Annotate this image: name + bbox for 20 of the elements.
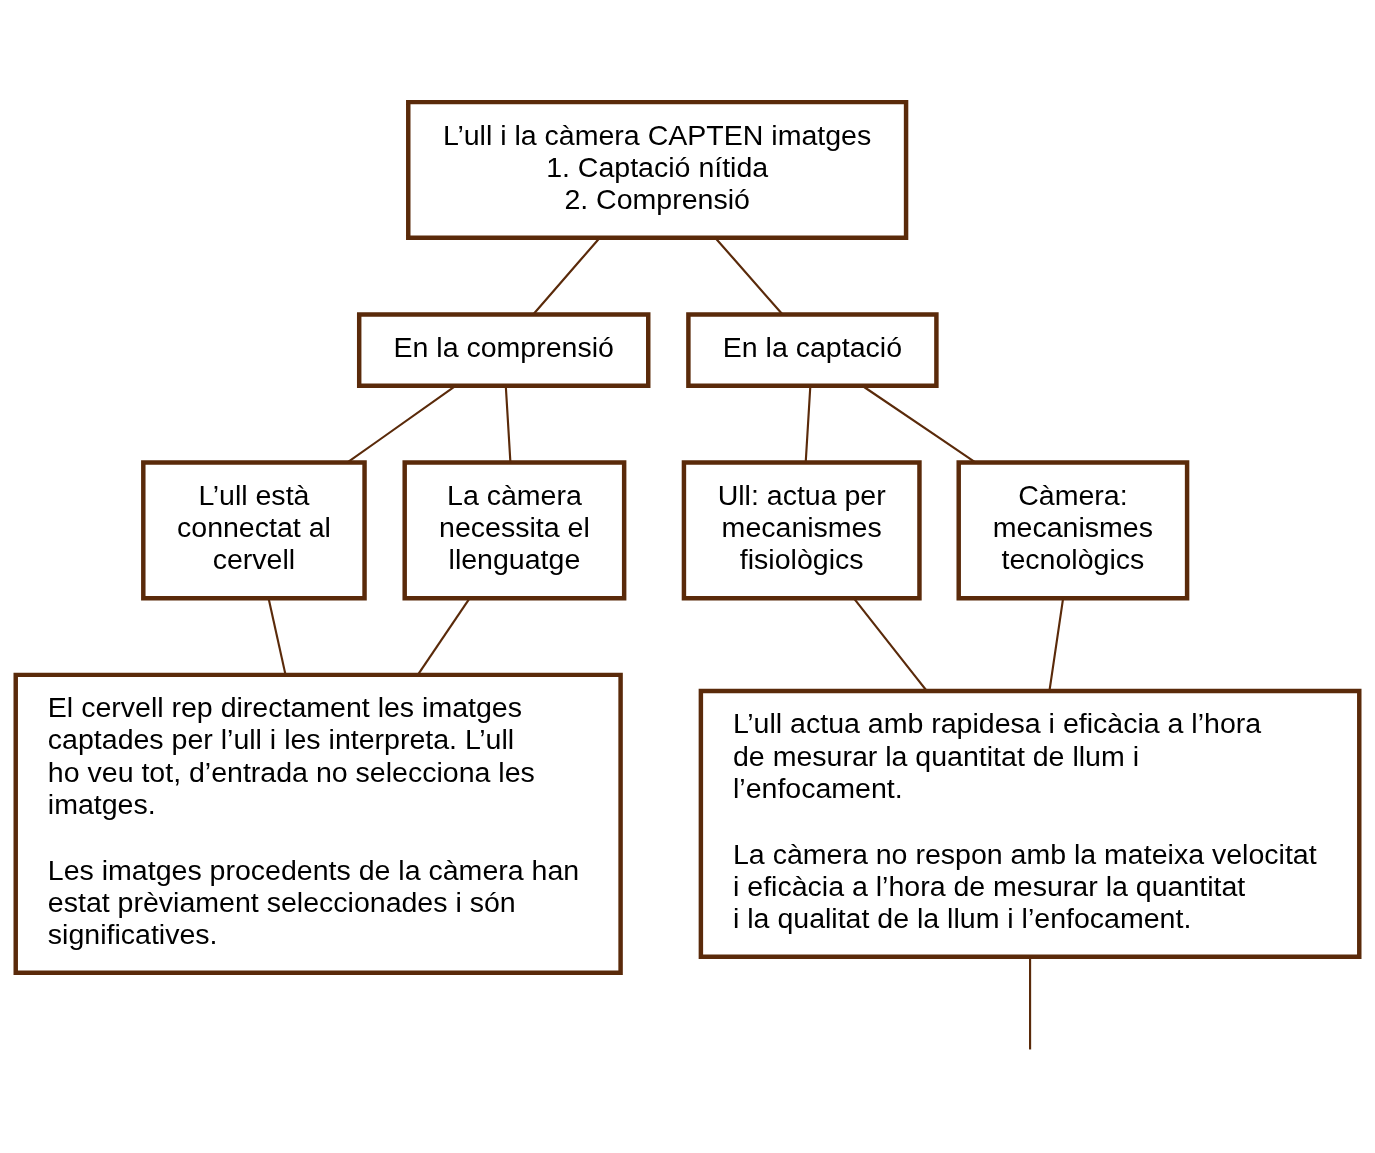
connector [417, 598, 471, 675]
connector [862, 385, 976, 464]
connector [504, 385, 512, 463]
node-box: L’ull està connectat al cervell [141, 460, 367, 601]
connector [346, 385, 457, 464]
connector [1029, 957, 1032, 1050]
connector [853, 598, 928, 692]
node-box: El cervell rep directament les imatges captades per l’ull i les interpreta. L’ull ho veu tot, d’entrada no selecciona les imatges. Les imatges procedents de la càmera han estat prèviament seleccionades i són significatives. [13, 672, 623, 976]
connector [714, 237, 784, 316]
connector [804, 385, 812, 463]
node-box: L’ull i la càmera CAPTEN imatges 1. Captació nítida 2. Comprensió [406, 99, 909, 240]
node-box: Ull: actua per mecanismes fisiològics [681, 460, 922, 601]
node-box: L’ull actua amb rapidesa i eficàcia a l’hora de mesurar la quantitat de llum i l’enfocament. La càmera no respon amb la mateixa velocitat i eficàcia a l’hora de mesurar la quantitat i la qualitat de la llum i l’enfocament. [698, 688, 1362, 960]
connector [267, 598, 287, 675]
node-box: En la comprensió [356, 312, 651, 389]
node-box: La càmera necessita el llenguatge [402, 460, 627, 601]
node-box: Càmera: mecanismes tecnològics [956, 460, 1190, 601]
connector [1048, 598, 1065, 691]
node-box: En la captació [686, 312, 939, 389]
connector [532, 237, 601, 316]
